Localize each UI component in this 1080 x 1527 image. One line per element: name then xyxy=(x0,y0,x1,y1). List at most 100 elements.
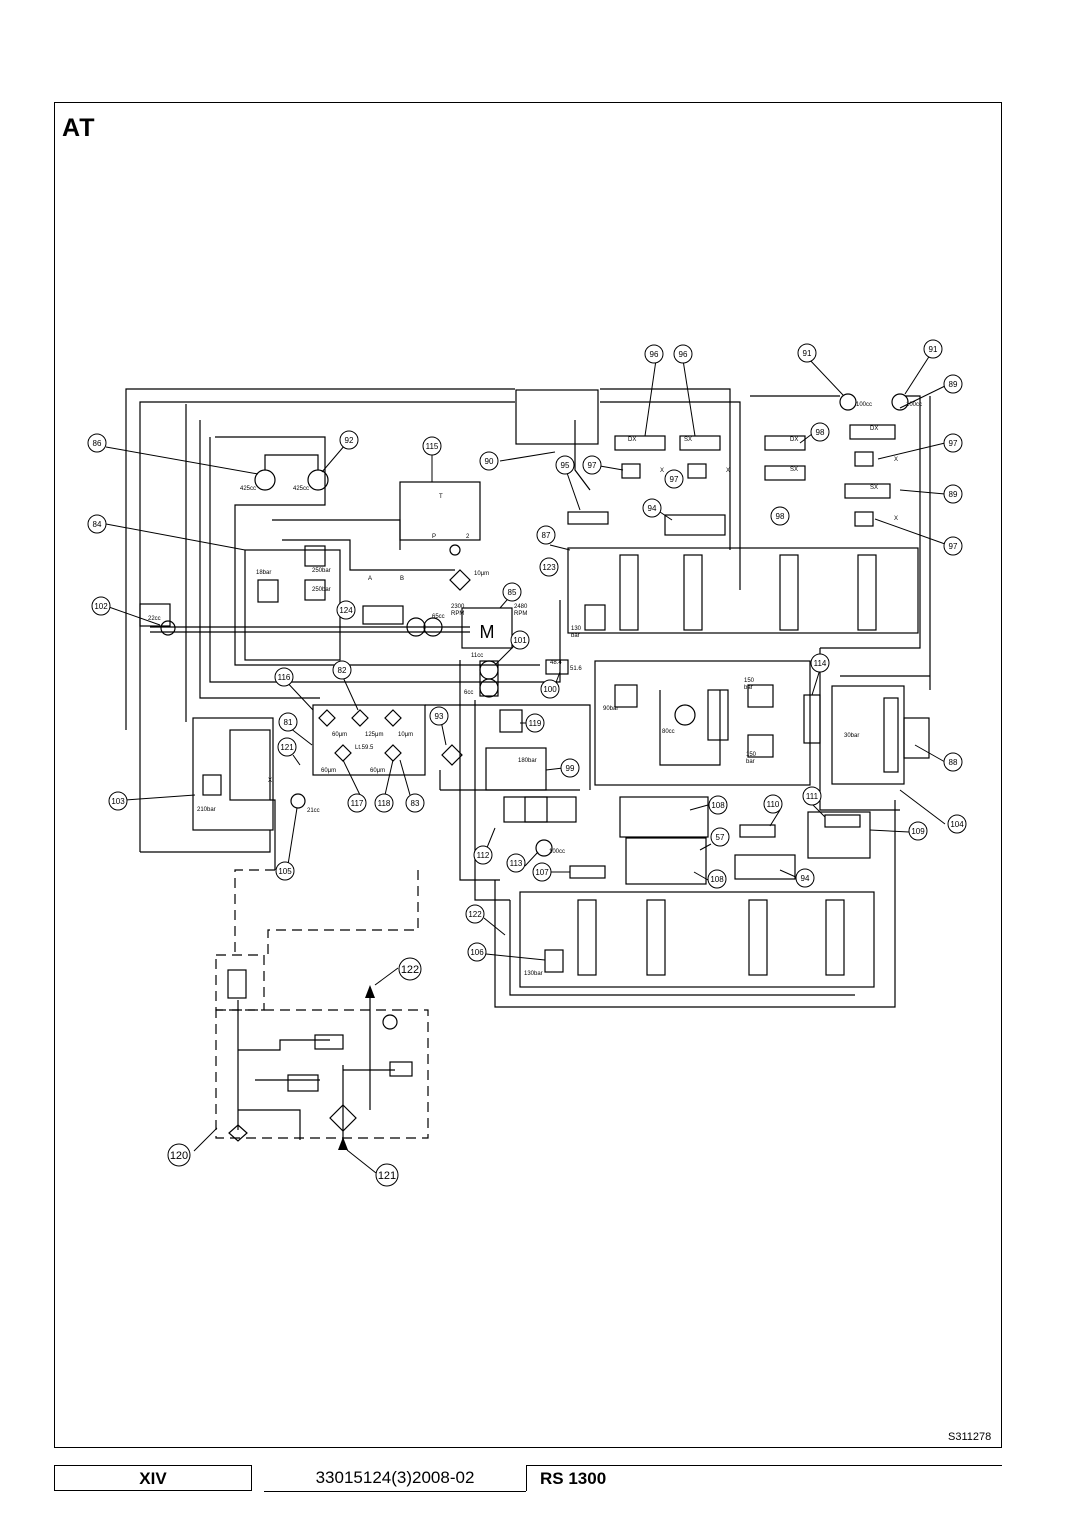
label-dx-1: DX xyxy=(628,437,636,443)
callout-93: 93 xyxy=(435,712,444,721)
label-x-4: X xyxy=(894,516,898,522)
label-150-b: 150 xyxy=(746,752,757,758)
label-100cc-c: 100cc xyxy=(549,849,565,855)
callout-124: 124 xyxy=(339,606,353,615)
callout-115: 115 xyxy=(426,442,439,451)
label-100cc-b: 100cc xyxy=(906,402,922,408)
drawing-reference: S311278 xyxy=(948,1431,992,1443)
callout-57: 57 xyxy=(716,833,725,842)
callout-84: 84 xyxy=(93,520,102,529)
label-60um-b: 60μm xyxy=(321,768,336,774)
callout-102: 102 xyxy=(94,602,108,611)
label-rpm-1: RPM xyxy=(451,611,464,617)
callout-113: 113 xyxy=(510,859,523,868)
callout-109: 109 xyxy=(911,827,925,836)
label-x-3: X xyxy=(894,457,898,463)
callout-92: 92 xyxy=(345,436,354,445)
callout-99: 99 xyxy=(566,764,575,773)
label-port-p: P xyxy=(432,534,436,540)
callout-96b: 96 xyxy=(679,350,688,359)
label-port-t: T xyxy=(439,494,443,500)
label-18bar: 18bar xyxy=(256,570,271,576)
callout-86: 86 xyxy=(93,439,102,448)
callout-111: 111 xyxy=(806,792,819,801)
section-letter: AT xyxy=(62,114,96,142)
label-bar-1: bar xyxy=(571,633,580,639)
label-rpm-2: RPM xyxy=(514,611,527,617)
page-frame xyxy=(54,102,1002,1448)
label-6cc: 6cc xyxy=(464,690,473,696)
callout-94b: 94 xyxy=(801,874,810,883)
label-sx-2: SX xyxy=(790,467,798,473)
callout-120: 120 xyxy=(170,1150,188,1162)
label-port-a: A xyxy=(368,576,372,582)
callout-96a: 96 xyxy=(650,350,659,359)
callout-89b: 89 xyxy=(949,490,958,499)
label-10um-b: 10μm xyxy=(398,732,413,738)
callout-94a: 94 xyxy=(648,504,657,513)
label-51-6: 51.6 xyxy=(570,666,582,672)
label-100cc-a: 100cc xyxy=(856,402,872,408)
footer-divider xyxy=(526,1465,527,1491)
label-x-2: X xyxy=(726,468,730,474)
callout-119: 119 xyxy=(529,719,542,728)
callout-110: 110 xyxy=(767,800,780,809)
callout-85: 85 xyxy=(508,588,517,597)
label-lt-59-5: Lt.59.5 xyxy=(355,745,374,751)
callout-100: 100 xyxy=(543,685,557,694)
footer-model-name: RS 1300 xyxy=(526,1465,1002,1491)
label-22cc: 22cc xyxy=(148,616,161,622)
label-11cc: 11cc xyxy=(471,653,483,659)
label-2480: 2480 xyxy=(514,604,528,610)
callout-116: 116 xyxy=(278,673,291,682)
motor-label: M xyxy=(480,622,495,642)
callout-101: 101 xyxy=(513,636,527,645)
label-x-1: X xyxy=(660,468,664,474)
label-180bar: 180bar xyxy=(518,758,537,764)
callout-88: 88 xyxy=(949,758,958,767)
callout-90: 90 xyxy=(485,457,494,466)
callout-123: 123 xyxy=(542,563,556,572)
callout-108b: 108 xyxy=(710,875,724,884)
callout-98b: 98 xyxy=(776,512,785,521)
callout-105: 105 xyxy=(278,867,292,876)
callout-83: 83 xyxy=(411,799,420,808)
callout-114: 114 xyxy=(814,659,827,668)
label-sx-3: SX xyxy=(870,485,878,491)
label-port-2: 2 xyxy=(466,534,470,540)
label-x-5: X xyxy=(268,778,272,784)
label-210bar: 210bar xyxy=(197,807,216,813)
label-48-4: 48.4 xyxy=(550,660,562,666)
label-130bar: 130bar xyxy=(524,971,543,977)
label-80cc: 80cc xyxy=(662,729,675,735)
label-250bar-a: 250bar xyxy=(312,568,331,574)
callout-122b: 122 xyxy=(401,964,419,976)
callout-89a: 89 xyxy=(949,380,958,389)
label-10um-a: 10μm xyxy=(474,571,489,577)
callout-121a: 121 xyxy=(280,743,294,752)
callout-103: 103 xyxy=(111,797,125,806)
label-30bar: 30bar xyxy=(844,733,859,739)
label-60um-c: 60μm xyxy=(370,768,385,774)
callout-81: 81 xyxy=(284,718,293,727)
callout-112: 112 xyxy=(477,851,490,860)
callout-122a: 122 xyxy=(468,910,482,919)
callout-107: 107 xyxy=(535,868,549,877)
label-250bar-b: 250bar xyxy=(312,587,331,593)
callout-97c: 97 xyxy=(670,475,679,484)
callout-97b: 97 xyxy=(588,461,597,470)
label-dx-3: DX xyxy=(870,426,878,432)
callout-91b: 91 xyxy=(929,345,938,354)
callout-104: 104 xyxy=(950,820,964,829)
callout-91a: 91 xyxy=(803,349,812,358)
callout-82: 82 xyxy=(338,666,347,675)
label-bar-2: bar xyxy=(744,685,753,691)
page-footer: XIV 33015124(3)2008-02 RS 1300 xyxy=(54,1465,1002,1493)
label-65cc: 65cc xyxy=(432,614,445,620)
footer-section-number: XIV xyxy=(54,1465,252,1491)
label-425cc-a: 425cc xyxy=(240,486,256,492)
callout-95: 95 xyxy=(561,461,570,470)
callout-106: 106 xyxy=(470,948,484,957)
footer-document-number: 33015124(3)2008-02 xyxy=(264,1465,526,1492)
